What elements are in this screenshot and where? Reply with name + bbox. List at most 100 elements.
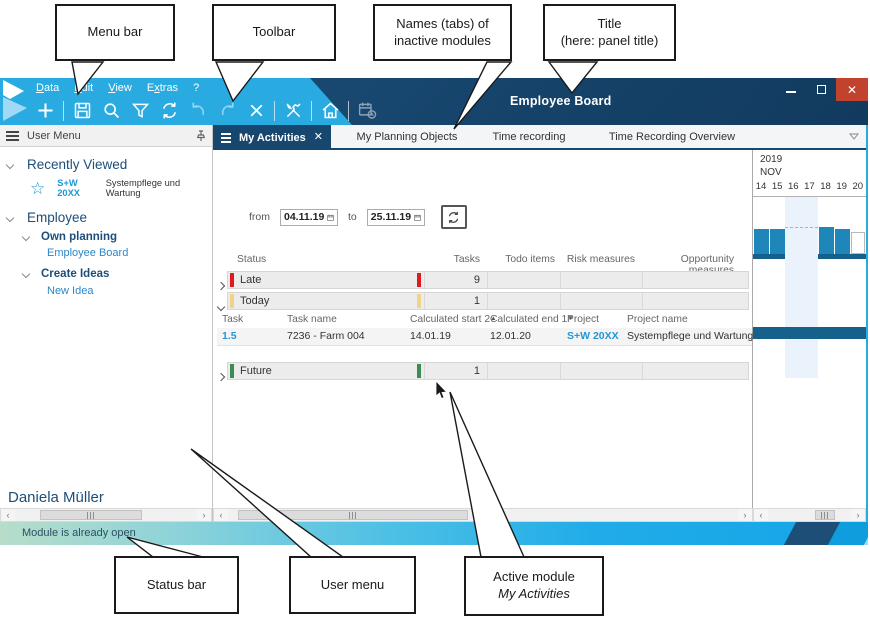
utilization-bar-20 [851, 232, 865, 254]
scrollbar-thumb[interactable] [815, 510, 836, 520]
menu-help[interactable]: ? [193, 82, 200, 94]
column-tasks[interactable]: Tasks [453, 254, 480, 265]
sort-asc-icon: ▲ [490, 315, 497, 322]
refresh-icon[interactable] [158, 100, 180, 122]
tab-close-icon[interactable]: ✕ [313, 131, 323, 143]
scrollbar-thumb[interactable] [238, 510, 468, 520]
column-task[interactable]: Task [222, 314, 244, 325]
tab-time-recording[interactable]: Time recording [492, 130, 566, 143]
cell-task[interactable]: 1.5 [222, 330, 237, 342]
star-icon[interactable]: ☆ [30, 178, 46, 198]
hamburger-icon[interactable] [6, 130, 19, 141]
cell-project[interactable]: S+W 20XX [567, 330, 619, 342]
expander-today[interactable] [216, 297, 226, 315]
scroll-left-arrow[interactable]: ‹ [219, 510, 223, 520]
gantt-bar-task[interactable] [753, 327, 866, 339]
to-date-input[interactable] [370, 211, 411, 223]
tab-hamburger-icon[interactable] [221, 132, 231, 143]
calendar-icon[interactable] [414, 212, 421, 223]
task-table-header: Task Task name Calculated start 2▲ Calcu… [217, 314, 751, 327]
scroll-right-arrow[interactable]: › [202, 510, 206, 520]
column-task-name[interactable]: Task name [287, 314, 337, 325]
column-todo-items[interactable]: Todo items [505, 254, 555, 265]
status-table-header: Status Tasks Todo items Risk measures Op… [217, 254, 751, 276]
toolbar-separator [63, 100, 64, 121]
timeline-horizontal-scrollbar[interactable]: ‹ › [753, 508, 866, 522]
calendar-icon[interactable] [327, 212, 334, 223]
recent-item[interactable]: ☆ S+W 20XX Systempflege und Wartung [30, 178, 181, 198]
toolbar-separator [311, 100, 312, 121]
scroll-right-arrow[interactable]: › [856, 510, 860, 520]
menu-data[interactable]: Data [36, 82, 60, 94]
delete-icon[interactable] [245, 100, 267, 122]
utilization-bar-18 [819, 227, 834, 254]
column-status: Status [237, 254, 267, 265]
group-task-count: 1 [473, 295, 480, 307]
to-date-field[interactable] [366, 208, 425, 226]
callout-menu-bar: Menu bar [55, 4, 175, 61]
menu-edit[interactable]: Edit [74, 82, 94, 94]
minimize-button[interactable] [778, 78, 804, 100]
redo-icon[interactable] [216, 100, 238, 122]
column-project-name[interactable]: Project name [627, 314, 688, 325]
tools-icon[interactable] [282, 100, 304, 122]
capacity-dashed-line [785, 227, 818, 228]
refresh-button[interactable] [440, 205, 467, 229]
column-project[interactable]: Project [567, 314, 600, 325]
own-planning-node[interactable]: Own planning [21, 231, 117, 243]
tab-my-activities[interactable]: My Activities ✕ [213, 125, 331, 150]
column-calculated-end[interactable]: Calculated end 1▼ [490, 314, 574, 325]
status-color-bar [230, 273, 234, 287]
toolbar [34, 98, 378, 123]
expander-future[interactable] [216, 367, 226, 385]
tab-overflow-dropdown-icon[interactable] [849, 133, 859, 141]
scroll-left-arrow[interactable]: ‹ [759, 510, 763, 520]
cell-calculated-end: 12.01.20 [490, 330, 531, 342]
group-row-today[interactable]: Today 1 [227, 292, 749, 310]
cell-calculated-start: 14.01.19 [410, 330, 451, 342]
employee-section[interactable]: Employee [5, 210, 87, 225]
status-color-bar [230, 364, 234, 378]
search-icon[interactable] [100, 100, 122, 122]
sidebar-title: User Menu [27, 129, 81, 142]
menu-extras[interactable]: Extras [146, 82, 179, 94]
app-body: User Menu Recently Viewed ☆ S+W 20XX Sys… [0, 125, 868, 522]
main-horizontal-scrollbar[interactable]: ‹ › [213, 508, 753, 522]
pin-icon[interactable] [195, 129, 206, 142]
new-icon[interactable] [34, 100, 56, 122]
scroll-right-arrow[interactable]: › [743, 510, 747, 520]
menu-view[interactable]: View [108, 82, 132, 94]
calendar-clock-icon[interactable] [356, 100, 378, 122]
expander-late[interactable] [216, 276, 226, 294]
group-label: Future [240, 365, 272, 377]
callout-status-bar: Status bar [114, 556, 239, 614]
date-filter-row: from to [249, 205, 467, 229]
save-icon[interactable] [71, 100, 93, 122]
sidebar-item-employee-board[interactable]: Employee Board [47, 247, 129, 259]
task-row[interactable]: 1.5 7236 - Farm 004 14.01.19 12.01.20 S+… [217, 328, 753, 346]
tab-time-recording-overview[interactable]: Time Recording Overview [608, 130, 736, 143]
recently-viewed-section[interactable]: Recently Viewed [5, 157, 127, 172]
from-date-field[interactable] [280, 208, 338, 226]
scrollbar-thumb[interactable] [40, 510, 143, 520]
from-date-input[interactable] [284, 211, 324, 223]
column-calculated-start[interactable]: Calculated start 2▲ [410, 314, 497, 325]
timeline-body: 2019 NOV 14 15 16 17 18 19 20 [753, 150, 866, 508]
close-button[interactable]: ✕ [836, 78, 868, 101]
column-opportunity-measures[interactable]: Opportunity measures [680, 254, 734, 276]
filter-icon[interactable] [129, 100, 151, 122]
callout-toolbar: Toolbar [212, 4, 336, 61]
sidebar-item-new-idea[interactable]: New Idea [47, 285, 94, 297]
column-risk-measures[interactable]: Risk measures [566, 254, 635, 265]
create-ideas-node[interactable]: Create Ideas [21, 268, 109, 280]
sidebar-horizontal-scrollbar[interactable]: ‹ › [0, 508, 212, 522]
callout-active-module: Active module My Activities [464, 556, 604, 616]
scroll-left-arrow[interactable]: ‹ [6, 510, 10, 520]
group-row-late[interactable]: Late 9 [227, 271, 749, 289]
group-row-future[interactable]: Future 1 [227, 362, 749, 380]
undo-icon[interactable] [187, 100, 209, 122]
tab-my-planning-objects[interactable]: My Planning Objects [356, 130, 458, 143]
home-icon[interactable] [319, 100, 341, 122]
maximize-button[interactable] [808, 78, 834, 100]
timeline-month: NOV [760, 167, 782, 178]
